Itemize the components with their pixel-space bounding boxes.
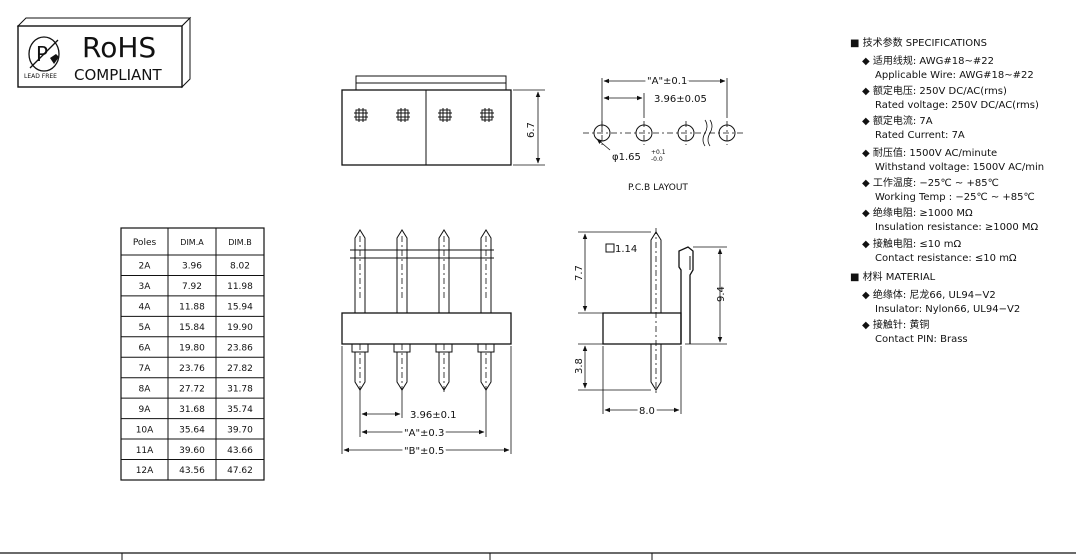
material-heading: ■ 材料 MATERIAL bbox=[850, 270, 936, 283]
side-lower-dim: 3.8 bbox=[574, 358, 585, 374]
table-cell-dimb: 19.90 bbox=[227, 323, 253, 333]
table-row: 6A 19.80 23.86 bbox=[139, 344, 254, 354]
material-cn-2: ◆ 接触针: 黄铜 bbox=[862, 318, 929, 331]
pcb-hole-dia: φ1.65 bbox=[612, 152, 641, 163]
table-row: 7A 23.76 27.82 bbox=[139, 364, 253, 374]
spec-en-7: Contact resistance: ≤10 mΩ bbox=[875, 253, 1017, 264]
lead-free-badge: LEAD FREE bbox=[24, 73, 57, 80]
spec-en-5: Working Temp : −25℃ ~ +85℃ bbox=[875, 192, 1035, 203]
table-row: 3A 7.92 11.98 bbox=[139, 282, 254, 292]
table-row: 4A 11.88 15.94 bbox=[139, 303, 254, 313]
spec-cn-7: ◆ 接触电阻: ≤10 mΩ bbox=[862, 237, 961, 250]
elevation-view: 3.96±0.1 "A"±0.3 "B"±0.5 bbox=[341, 229, 512, 460]
table-cell-poles: 6A bbox=[139, 344, 152, 354]
table-cell-dimb: 47.62 bbox=[227, 466, 253, 476]
elev-dim-a: "A"±0.3 bbox=[404, 428, 444, 439]
table-cell-dima: 23.76 bbox=[179, 364, 205, 374]
spec-cn-2: ◆ 额定电压: 250V DC/AC(rms) bbox=[862, 84, 1007, 97]
front-height-dim: 6.7 bbox=[526, 122, 537, 138]
side-upper-dim: 7.7 bbox=[574, 265, 585, 281]
pcb-caption: P.C.B LAYOUT bbox=[628, 183, 688, 193]
table-cell-dimb: 27.82 bbox=[227, 364, 253, 374]
spec-cn-6: ◆ 绝缘电阻: ≥1000 MΩ bbox=[862, 206, 973, 219]
pcb-dim-a: "A"±0.1 bbox=[647, 76, 687, 87]
sheet-frame bbox=[0, 552, 1076, 560]
table-header-poles: Poles bbox=[133, 238, 157, 248]
spec-en-3: Rated Current: 7A bbox=[875, 130, 965, 141]
table-cell-dimb: 8.02 bbox=[230, 262, 250, 272]
table-row: 11A 39.60 43.66 bbox=[136, 446, 253, 456]
elev-pitch: 3.96±0.1 bbox=[410, 410, 457, 421]
table-cell-poles: 5A bbox=[139, 323, 152, 333]
table-row: 9A 31.68 35.74 bbox=[139, 405, 254, 415]
lower-pins bbox=[351, 343, 495, 392]
table-cell-dimb: 43.66 bbox=[227, 446, 253, 456]
table-header-dima: DIM.A bbox=[180, 238, 204, 247]
spec-en-2: Rated voltage: 250V DC/AC(rms) bbox=[875, 100, 1039, 111]
table-cell-poles: 4A bbox=[139, 303, 152, 313]
table-cell-poles: 3A bbox=[139, 282, 152, 292]
table-cell-poles: 10A bbox=[136, 425, 154, 435]
pcb-hole-tol-plus: +0.1 bbox=[651, 149, 666, 156]
table-cell-dima: 11.88 bbox=[179, 303, 205, 313]
spec-en-4: Withstand voltage: 1500V AC/min bbox=[875, 162, 1044, 173]
table-cell-dima: 7.92 bbox=[182, 282, 202, 292]
spec-cn-3: ◆ 额定电流: 7A bbox=[862, 114, 933, 127]
table-cell-poles: 11A bbox=[136, 446, 154, 456]
side-view: 1.14 7.7 3.8 9.4 8.0 bbox=[574, 228, 727, 420]
table-cell-dimb: 23.86 bbox=[227, 344, 253, 354]
dimension-table: Poles DIM.A DIM.B 2A 3.96 8.02 3A 7.92 11.98 4… bbox=[120, 227, 265, 481]
table-row: 5A 15.84 19.90 bbox=[139, 323, 254, 333]
pcb-pitch: 3.96±0.05 bbox=[654, 94, 707, 105]
table-cell-poles: 2A bbox=[139, 262, 152, 272]
svg-text:P: P bbox=[36, 42, 48, 66]
table-row: 2A 3.96 8.02 bbox=[139, 262, 250, 272]
table-cell-dima: 27.72 bbox=[179, 384, 205, 394]
table-cell-poles: 7A bbox=[139, 364, 152, 374]
table-cell-dimb: 11.98 bbox=[227, 282, 253, 292]
table-cell-poles: 9A bbox=[139, 405, 152, 415]
table-cell-dimb: 31.78 bbox=[227, 384, 253, 394]
table-row: 12A 43.56 47.62 bbox=[136, 466, 253, 476]
spec-cn-4: ◆ 耐压值: 1500V AC/minute bbox=[862, 146, 997, 159]
rohs-subtitle: COMPLIANT bbox=[74, 66, 163, 84]
table-cell-dimb: 35.74 bbox=[227, 405, 253, 415]
front-view: 6.7 bbox=[341, 75, 545, 166]
table-cell-dima: 43.56 bbox=[179, 466, 205, 476]
material-cn-1: ◆ 绝缘体: 尼龙66, UL94−V2 bbox=[862, 288, 996, 301]
elev-dim-b: "B"±0.5 bbox=[404, 446, 444, 457]
table-cell-dima: 19.80 bbox=[179, 344, 205, 354]
table-cell-dima: 35.64 bbox=[179, 425, 205, 435]
table-cell-dimb: 15.94 bbox=[227, 303, 253, 313]
upper-pins bbox=[354, 229, 492, 313]
front-contacts bbox=[354, 108, 494, 122]
rohs-title: RoHS bbox=[82, 31, 156, 64]
spec-en-1: Applicable Wire: AWG#18~#22 bbox=[875, 70, 1034, 81]
side-pin-square: 1.14 bbox=[615, 244, 637, 255]
table-header-dimb: DIM.B bbox=[228, 238, 251, 247]
table-row: 8A 27.72 31.78 bbox=[139, 384, 254, 394]
table-cell-dima: 39.60 bbox=[179, 446, 205, 456]
spec-cn-5: ◆ 工作温度: −25℃ ~ +85℃ bbox=[862, 176, 999, 189]
side-overall-dim: 9.4 bbox=[716, 286, 727, 302]
rohs-logo: P LEAD FREE RoHS COMPLIANT bbox=[16, 16, 192, 89]
table-cell-dima: 15.84 bbox=[179, 323, 205, 333]
table-row: 10A 35.64 39.70 bbox=[136, 425, 253, 435]
lead-free-icon: P bbox=[28, 36, 60, 72]
pcb-layout: "A"±0.1 3.96±0.05 φ1.65 +0.1 -0.0 P.C.B … bbox=[583, 74, 743, 193]
side-depth-dim: 8.0 bbox=[639, 406, 655, 417]
table-cell-dimb: 39.70 bbox=[227, 425, 253, 435]
pcb-hole-tol-minus: -0.0 bbox=[651, 156, 663, 163]
table-cell-dima: 3.96 bbox=[182, 262, 202, 272]
table-cell-poles: 12A bbox=[136, 466, 154, 476]
specifications: ■ 技术参数 SPECIFICATIONS ◆ 适用线规: AWG#18~#22… bbox=[850, 36, 1044, 345]
table-cell-poles: 8A bbox=[139, 384, 152, 394]
spec-cn-1: ◆ 适用线规: AWG#18~#22 bbox=[862, 54, 994, 67]
spec-en-6: Insulation resistance: ≥1000 MΩ bbox=[875, 222, 1039, 233]
specs-heading: ■ 技术参数 SPECIFICATIONS bbox=[850, 36, 987, 49]
material-en-2: Contact PIN: Brass bbox=[875, 334, 968, 345]
material-en-1: Insulator: Nylon66, UL94−V2 bbox=[875, 304, 1020, 315]
table-cell-dima: 31.68 bbox=[179, 405, 205, 415]
